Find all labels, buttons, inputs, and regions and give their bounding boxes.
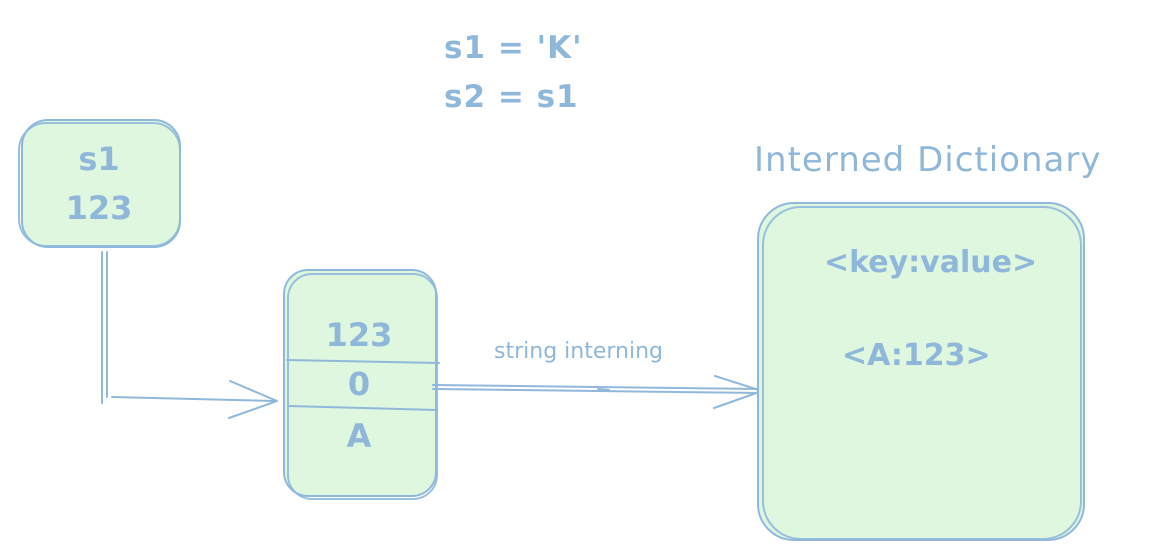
- object-field-count: 0: [348, 365, 370, 403]
- object-field-address: 123: [326, 316, 393, 354]
- reference-arrow: [101, 251, 278, 419]
- code-line-1: s1 = 'K': [444, 30, 583, 66]
- dictionary-header: <key:value>: [824, 245, 1037, 280]
- object-field-value: A: [347, 417, 372, 455]
- variable-address: 123: [66, 189, 133, 227]
- code-line-2: s2 = s1: [444, 79, 579, 115]
- arrow-label: string interning: [494, 339, 663, 364]
- variable-name: s1: [78, 140, 119, 178]
- dictionary-box: [757, 202, 1085, 541]
- dictionary-entry: <A:123>: [842, 338, 991, 373]
- variable-box: [18, 119, 181, 248]
- interning-arrow: [432, 375, 763, 409]
- object-box: [283, 269, 440, 500]
- dictionary-title: Interned Dictionary: [754, 140, 1101, 180]
